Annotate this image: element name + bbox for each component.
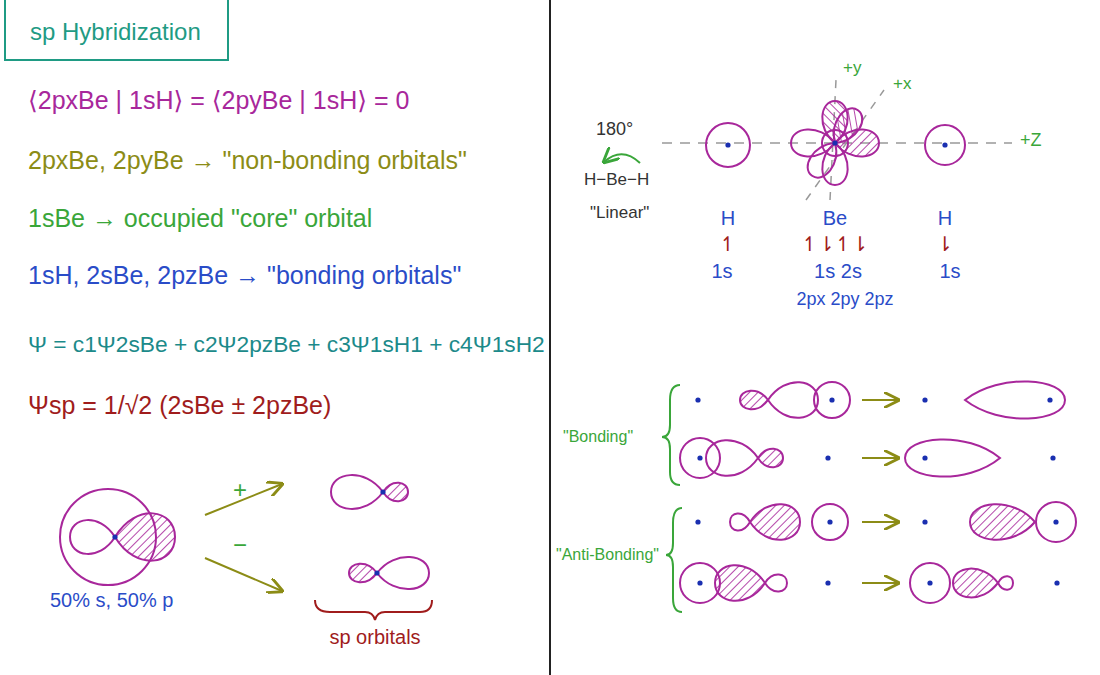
s-orbital bbox=[822, 130, 848, 156]
nucleus-dot bbox=[725, 142, 730, 147]
orbital-lobe bbox=[715, 565, 765, 601]
nucleus-dot bbox=[697, 580, 702, 585]
orbital-lobe bbox=[750, 504, 800, 540]
bracket-label: sp orbitals bbox=[329, 625, 420, 649]
orbital-label: 1s bbox=[939, 259, 960, 283]
orbital-lobe bbox=[377, 557, 429, 589]
shape-label: "Linear" bbox=[590, 203, 649, 223]
overlap-equation: ⟨2pxBe | 1sH⟩ = ⟨2pyBe | 1sH⟩ = 0 bbox=[28, 85, 409, 115]
reaction-arrow bbox=[862, 521, 898, 523]
wavefunction-equation: Ψ = c1Ψ2sBe + c2Ψ2pzBe + c3Ψ1sH1 + c4Ψ1s… bbox=[28, 331, 545, 358]
nucleus-dot bbox=[1053, 519, 1058, 524]
orbital-lobe bbox=[730, 514, 750, 531]
s-orbital bbox=[910, 563, 950, 603]
nucleus-dot bbox=[374, 570, 379, 575]
title: sp Hybridization bbox=[4, 0, 229, 61]
orbital-lobe bbox=[998, 576, 1013, 590]
reaction-arrow bbox=[862, 457, 898, 459]
orbital-lobe bbox=[383, 483, 408, 502]
reaction-arrow bbox=[862, 582, 898, 584]
nucleus-dot bbox=[695, 519, 700, 524]
brace bbox=[662, 385, 680, 485]
reaction-arrow bbox=[205, 558, 282, 591]
nucleus-dot bbox=[825, 455, 830, 460]
nucleus-dot bbox=[927, 580, 932, 585]
nucleus-dot bbox=[829, 397, 834, 402]
nucleus-dot bbox=[922, 519, 927, 524]
orbital-lobe bbox=[740, 391, 768, 410]
sign-label: + bbox=[233, 476, 247, 505]
orbital-lobe bbox=[706, 440, 758, 476]
axis-label: +Z bbox=[1020, 130, 1042, 152]
angle-label: 180° bbox=[596, 119, 633, 141]
bracket bbox=[315, 600, 432, 620]
orbital-lobe bbox=[965, 381, 1065, 418]
orbital-lobe bbox=[970, 504, 1035, 540]
nucleus-dot bbox=[112, 534, 117, 539]
group-label: "Bonding" bbox=[563, 427, 633, 446]
nucleus-dot bbox=[942, 142, 947, 147]
orbital-lobe bbox=[768, 382, 818, 418]
nucleus-dot bbox=[1050, 455, 1055, 460]
axis-label: +x bbox=[893, 74, 911, 94]
orbital-lobe bbox=[70, 520, 115, 554]
orbital-lobe bbox=[115, 513, 175, 560]
orbital-lobe bbox=[905, 439, 1000, 476]
nucleus-dot bbox=[922, 397, 927, 402]
s-orbital bbox=[706, 123, 750, 167]
orbital-label: 1s 2s bbox=[814, 259, 862, 283]
orbital-label: 1s bbox=[711, 259, 732, 283]
orbital-label: 2px 2py 2pz bbox=[796, 289, 893, 311]
atom-label: H bbox=[721, 206, 735, 230]
orbital-lobe bbox=[802, 136, 844, 182]
s-orbital bbox=[814, 382, 850, 418]
x-axis bbox=[806, 90, 884, 200]
brace bbox=[666, 508, 682, 612]
note: 1sH, 2sBe, 2pzBe → "bonding orbitals" bbox=[28, 260, 461, 290]
molecule-formula: H−Be−H bbox=[584, 170, 649, 190]
note: 2pxBe, 2pyBe → "non-bonding orbitals" bbox=[28, 145, 467, 175]
electron-spin: ⇂ bbox=[937, 232, 954, 256]
s-orbital bbox=[812, 504, 848, 540]
nucleus-dot bbox=[825, 580, 830, 585]
reaction-arrow bbox=[862, 399, 898, 401]
nucleus-dot bbox=[1054, 580, 1059, 585]
nucleus-dot bbox=[695, 397, 700, 402]
panel-divider bbox=[549, 0, 551, 675]
orbital-lobe bbox=[349, 564, 377, 583]
electron-spin: ↿⇂↿⇂ bbox=[801, 232, 868, 256]
orbital-lobe bbox=[765, 575, 787, 592]
electron-spin: ↿ bbox=[720, 232, 737, 256]
hybrid-equation: Ψsp = 1/√2 (2sBe ± 2pzBe) bbox=[28, 390, 331, 420]
nucleus-dot bbox=[380, 489, 385, 494]
nucleus-dot bbox=[827, 519, 832, 524]
atom-label: Be bbox=[823, 206, 847, 230]
nucleus-dot bbox=[697, 455, 702, 460]
group-label: "Anti-Bonding" bbox=[556, 545, 659, 564]
atom-label: H bbox=[938, 206, 952, 230]
orbital-lobe bbox=[758, 449, 783, 468]
sign-label: − bbox=[233, 531, 247, 560]
orbital-lobe bbox=[953, 569, 998, 598]
nucleus-dot bbox=[832, 140, 837, 145]
nucleus-dot bbox=[1047, 397, 1052, 402]
note: 1sBe → occupied "core" orbital bbox=[28, 203, 372, 233]
orbital-lobe bbox=[331, 475, 383, 509]
composition-label: 50% s, 50% p bbox=[50, 588, 173, 612]
s-orbital bbox=[1036, 502, 1076, 542]
angle-arrow bbox=[604, 154, 640, 163]
nucleus-dot bbox=[922, 455, 927, 460]
axis-label: +y bbox=[843, 58, 861, 78]
s-orbital bbox=[925, 125, 965, 165]
